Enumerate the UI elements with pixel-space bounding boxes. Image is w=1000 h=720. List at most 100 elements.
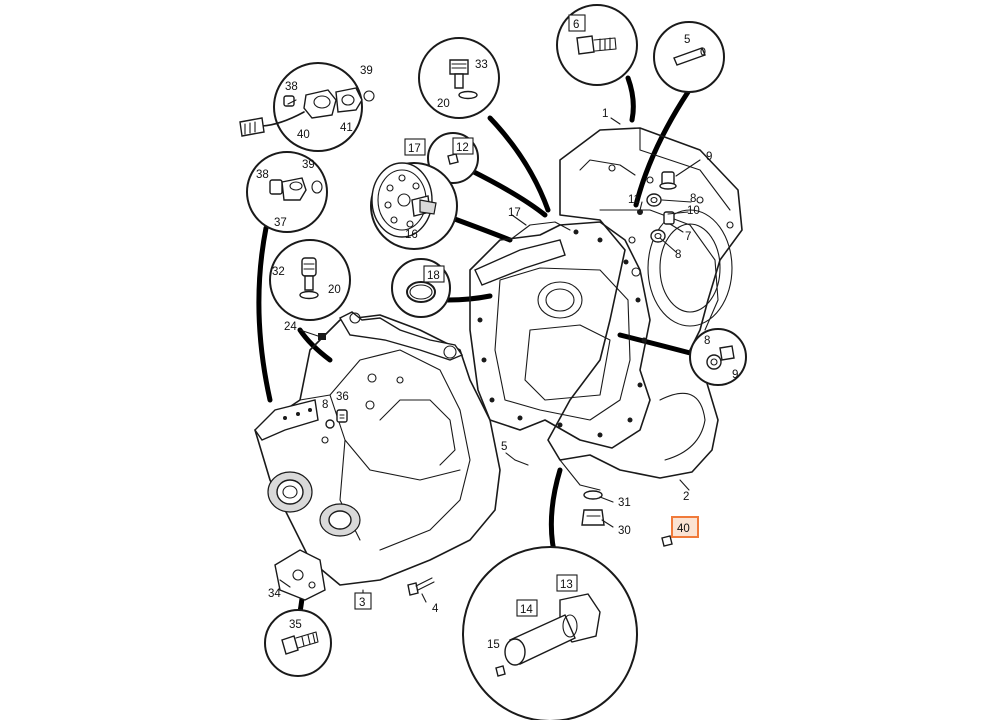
svg-text:17: 17 xyxy=(508,207,521,219)
leader-bubble-6 xyxy=(625,75,636,123)
svg-text:32: 32 xyxy=(272,266,285,278)
svg-text:5: 5 xyxy=(684,34,690,46)
callout-4: 4 xyxy=(432,603,439,615)
svg-text:5: 5 xyxy=(501,441,507,453)
callout-39-a: 39 xyxy=(360,65,373,77)
callout-18: 18 xyxy=(423,265,445,283)
svg-text:39: 39 xyxy=(360,65,373,77)
leader-bubble-38 xyxy=(256,225,273,403)
detail-bubble-sensor-32 xyxy=(269,239,351,321)
callout-3: 3 xyxy=(354,592,372,610)
svg-text:30: 30 xyxy=(618,525,631,537)
detail-bubble-bolt-35 xyxy=(264,609,332,677)
callout-14: 14 xyxy=(516,599,538,617)
callout-5-top: 5 xyxy=(684,34,690,46)
callout-10: 10 xyxy=(687,205,700,217)
leader-bubble-33 xyxy=(487,115,551,213)
svg-text:41: 41 xyxy=(340,122,353,134)
svg-text:8: 8 xyxy=(690,193,696,205)
callout-38-a: 38 xyxy=(285,81,298,93)
svg-text:4: 4 xyxy=(432,603,439,615)
detail-bubble-sensor-33 xyxy=(418,37,500,119)
callout-20-b: 20 xyxy=(328,284,341,296)
leader-bubble-8-9 xyxy=(617,332,697,357)
svg-text:16: 16 xyxy=(405,229,418,241)
svg-text:38: 38 xyxy=(256,169,269,181)
svg-text:8: 8 xyxy=(675,249,681,261)
svg-text:24: 24 xyxy=(284,321,297,333)
callout-11: 11 xyxy=(628,194,640,206)
callout-15: 15 xyxy=(487,639,500,651)
svg-text:36: 36 xyxy=(336,391,349,403)
callout-38-b: 38 xyxy=(256,169,269,181)
svg-text:17: 17 xyxy=(408,143,421,155)
detail-bubble-pin-5 xyxy=(653,21,725,93)
svg-text:33: 33 xyxy=(475,59,488,71)
svg-text:40: 40 xyxy=(677,523,690,535)
svg-text:39: 39 xyxy=(302,159,315,171)
callout-8-a: 8 xyxy=(690,193,696,205)
callout-33: 33 xyxy=(475,59,488,71)
svg-text:37: 37 xyxy=(274,217,287,229)
callout-17-a: 17 xyxy=(404,138,426,156)
callout-40-highlighted: 40 xyxy=(671,516,699,538)
svg-text:20: 20 xyxy=(437,98,450,110)
svg-text:7: 7 xyxy=(685,231,691,243)
svg-text:13: 13 xyxy=(560,579,573,591)
detail-bubble-switch-37 xyxy=(246,151,328,233)
svg-text:15: 15 xyxy=(487,639,500,651)
callout-9-a: 9 xyxy=(706,151,712,163)
callout-20-a: 20 xyxy=(437,98,450,110)
svg-text:1: 1 xyxy=(602,108,608,120)
callout-16: 16 xyxy=(405,229,418,241)
callout-6: 6 xyxy=(568,14,586,32)
svg-text:9: 9 xyxy=(706,151,712,163)
svg-text:20: 20 xyxy=(328,284,341,296)
svg-text:38: 38 xyxy=(285,81,298,93)
svg-text:18: 18 xyxy=(427,270,440,282)
callout-9-b: 9 xyxy=(732,369,738,381)
gearbox-case-main xyxy=(254,311,501,586)
detail-bubble-plug-8-9 xyxy=(689,328,747,386)
callout-32: 32 xyxy=(272,266,285,278)
callout-8-b: 8 xyxy=(675,249,681,261)
callout-30: 30 xyxy=(618,525,631,537)
callout-41: 41 xyxy=(340,122,353,134)
svg-text:8: 8 xyxy=(704,335,710,347)
case-fasteners xyxy=(274,333,673,601)
leader-bubble-32 xyxy=(297,327,333,363)
callout-37: 37 xyxy=(274,217,287,229)
callout-8-d: 8 xyxy=(322,399,328,411)
svg-text:35: 35 xyxy=(289,619,302,631)
callout-labels: 1 2 3 4 5 5 6 7 8 8 8 8 9 9 10 11 12 13 xyxy=(256,14,738,651)
transmission-housing-right xyxy=(547,127,743,491)
callout-39-b: 39 xyxy=(302,159,315,171)
svg-text:10: 10 xyxy=(687,205,700,217)
svg-text:6: 6 xyxy=(573,19,579,31)
callout-34: 34 xyxy=(268,588,281,600)
callout-1: 1 xyxy=(602,108,608,120)
callout-13: 13 xyxy=(556,574,578,592)
callout-31: 31 xyxy=(618,497,631,509)
callout-5-mid: 5 xyxy=(501,441,507,453)
svg-text:9: 9 xyxy=(732,369,738,381)
svg-text:3: 3 xyxy=(359,597,365,609)
leader-bubble-5 xyxy=(633,89,691,208)
svg-text:11: 11 xyxy=(628,194,640,206)
leader-bubble-12 xyxy=(467,167,548,218)
svg-text:14: 14 xyxy=(520,604,533,616)
callout-36: 36 xyxy=(336,391,349,403)
svg-text:40: 40 xyxy=(297,129,310,141)
svg-text:8: 8 xyxy=(322,399,328,411)
detail-bubble-cover-13 xyxy=(462,546,638,720)
callout-17-b: 17 xyxy=(508,207,521,219)
detail-bubble-gear-17 xyxy=(370,162,458,250)
callout-2: 2 xyxy=(683,491,689,503)
svg-text:12: 12 xyxy=(456,142,469,154)
callout-40-a: 40 xyxy=(297,129,310,141)
detail-bubble-switch-38 xyxy=(239,62,375,152)
svg-text:31: 31 xyxy=(618,497,631,509)
leader-bubble-17 xyxy=(449,215,513,243)
